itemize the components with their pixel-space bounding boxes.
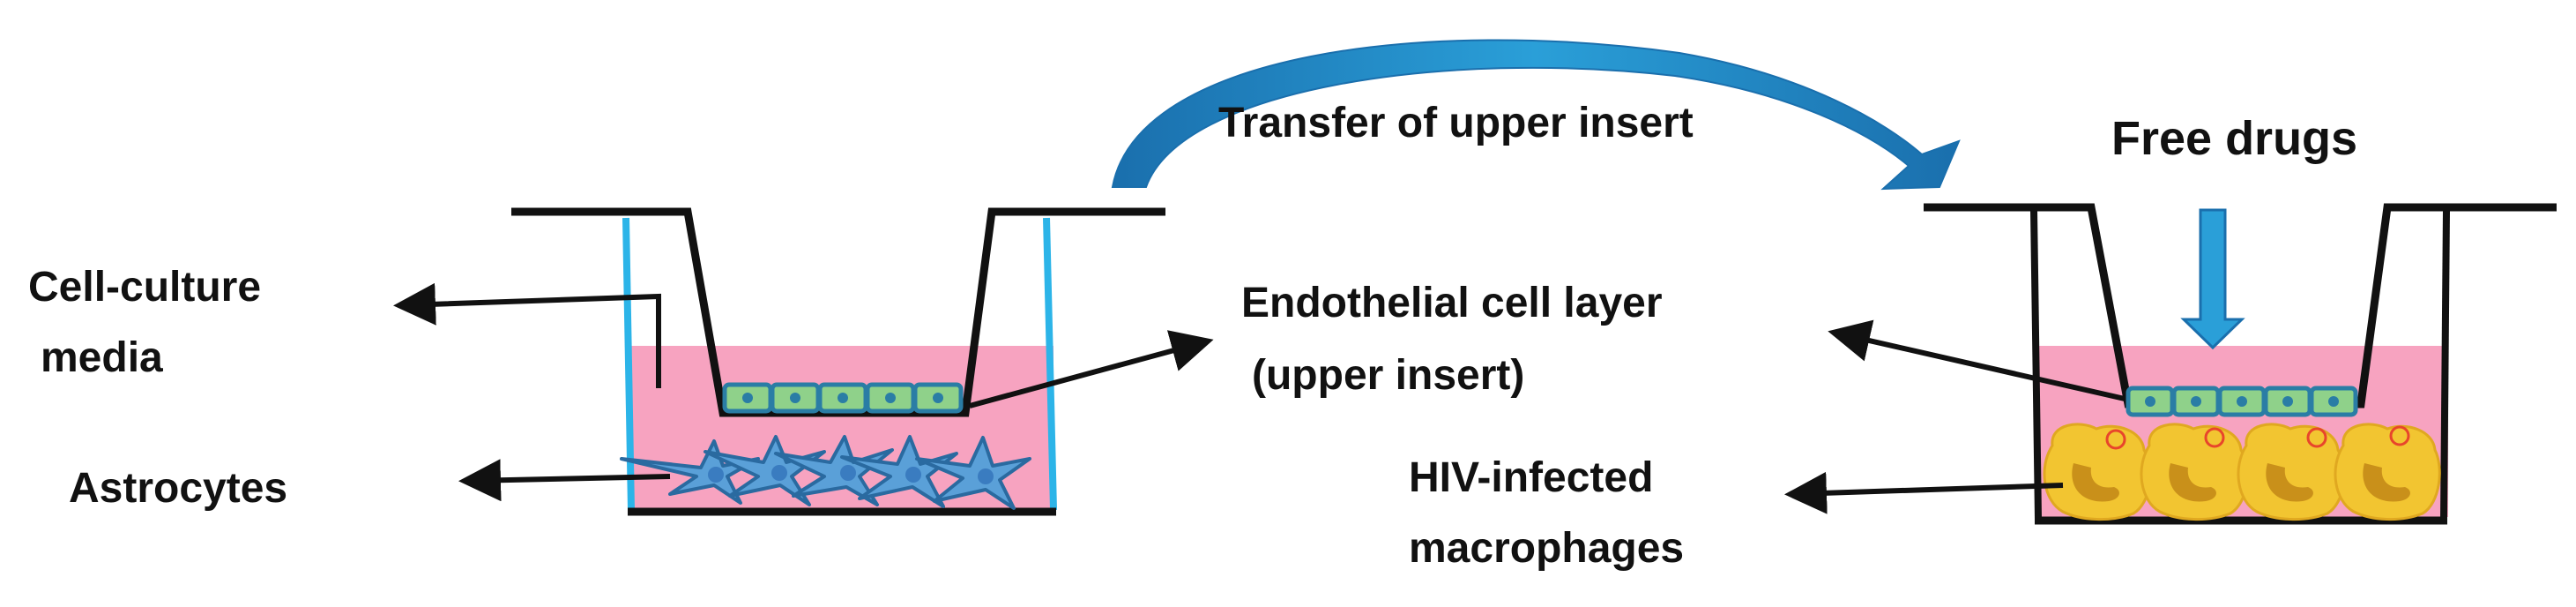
media-pointer-arrow [393,282,661,388]
drug-down-arrow-icon [2180,208,2245,350]
label-media-line2: media [41,334,163,381]
macrophages-pointer-arrow [1784,471,2064,514]
label-transfer: Transfer of upper insert [1218,100,1694,146]
macrophage [2334,423,2441,521]
label-astrocytes: Astrocytes [69,465,288,512]
macrophage [2140,423,2249,521]
astrocyte [840,435,958,508]
endothelial-pointer-arrow-left [969,330,1214,408]
label-hiv-line1: HIV-infected [1409,454,1654,501]
astrocytes-pointer-arrow [458,459,671,502]
right-endothelial-layer [2126,386,2358,417]
label-endothelial-line1: Endothelial cell layer [1241,280,1663,326]
label-media-line1: Cell-culture [28,264,262,311]
endothelial-pointer-arrow-right [1828,319,2126,401]
macrophage [2043,423,2152,521]
macrophage-group [2043,423,2441,521]
macrophage [2237,423,2346,521]
astrocyte-group [620,435,1031,510]
left-endothelial-layer [722,382,964,414]
astrocyte [915,436,1031,510]
label-hiv-line2: macrophages [1409,525,1685,572]
right-outer-wall-right [2440,209,2450,520]
label-free-drugs: Free drugs [2111,112,2358,165]
right-outer-wall-left [2030,209,2042,520]
left-outer-wall-right [1043,217,1057,511]
label-endothelial-line2: (upper insert) [1252,352,1525,399]
transfer-arrow-icon [1111,39,1961,191]
left-outer-wall-left [622,217,635,511]
astrocyte [704,435,826,506]
